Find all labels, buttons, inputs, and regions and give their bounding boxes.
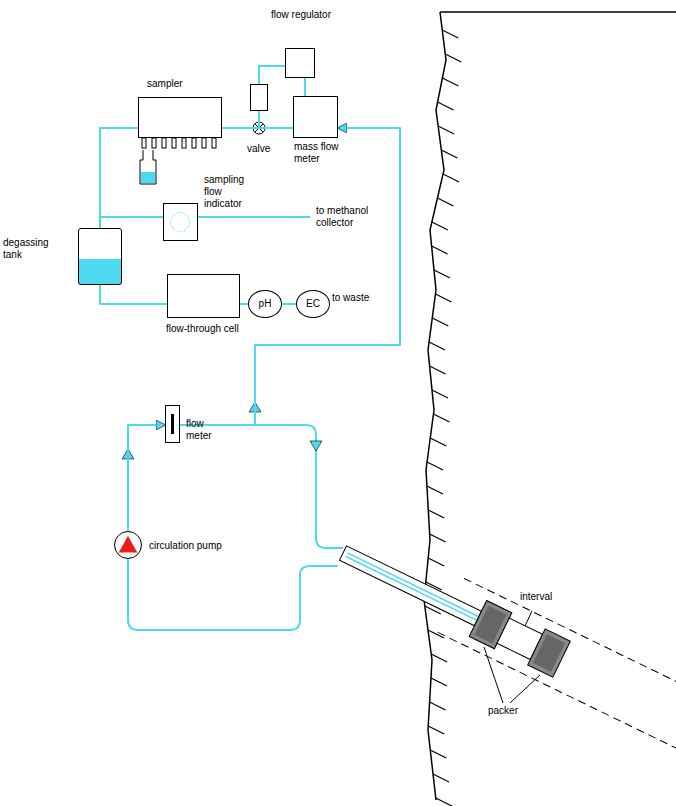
pipe-connector [100,285,167,304]
degassing-tank: degassing tank [78,228,122,285]
pipe-connector [304,78,306,96]
borehole-pipe [330,526,676,755]
pipe-connector [100,128,163,217]
rock-hatching [425,30,461,806]
flow-meter: flow meter [165,405,180,443]
component-label: flow-through cell [166,323,266,335]
pipe-connector [240,303,248,305]
circulation-pump: circulation pump [114,531,142,559]
component-label: circulation pump [149,540,279,552]
note-label: packer [488,705,548,717]
meter-float [171,414,174,434]
pipe-connector [259,111,293,128]
component-label: mass flow meter [294,141,348,165]
component-label: flow regulator [264,9,338,21]
component-label: flow meter [186,418,230,442]
pump-symbol [115,532,141,558]
component-label: sampler [147,78,227,90]
component-label: degassing tank [3,237,53,261]
pipe-connector [282,303,296,305]
pipe-connector [222,111,259,128]
pipe-connector [259,66,285,84]
note-label: to methanol collector [316,205,396,229]
borehole-wall [424,12,676,800]
flow-through-cell: flow-through cell [167,274,240,318]
flow-arrow [310,441,322,451]
loop-pipe [255,425,343,548]
loop-pipe [128,559,338,630]
flow-regulator-box: flow regulator [285,48,315,78]
note-label: to waste [332,292,372,304]
pipe-connector [100,128,138,228]
valve-actuator: valve [250,84,268,111]
probe-label: EC [297,291,329,317]
mass-flow-meter-box: mass flow meter [293,96,338,138]
ph-probe: pH [248,290,282,318]
sampler-box: sampler [138,97,222,138]
pipe-connector [128,425,165,531]
flow-indicator-box: sampling flow indicator [163,203,198,241]
outlet-pipe [198,216,310,218]
component-label: sampling flow indicator [204,174,260,210]
note-label: interval [520,591,580,603]
probe-label: pH [249,291,281,317]
indicator-dial [170,212,190,232]
leader-lines [484,611,540,703]
component-label: valve [247,143,287,155]
ec-probe: EC [296,290,330,318]
